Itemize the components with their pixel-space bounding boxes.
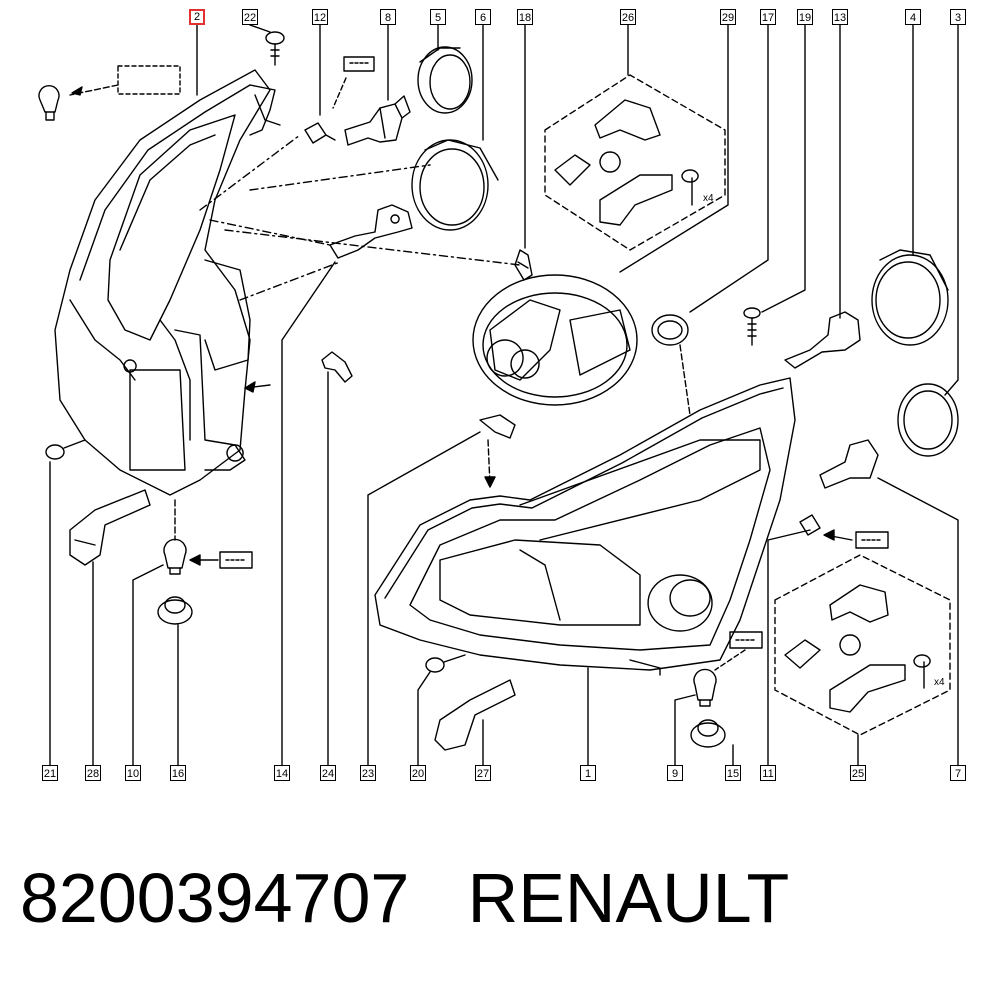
callout-8[interactable]: 8 <box>380 9 396 25</box>
callout-11[interactable]: 11 <box>760 765 776 781</box>
screw-19 <box>743 307 761 346</box>
callout-27[interactable]: 27 <box>475 765 491 781</box>
bulb-holder-14 <box>329 204 413 259</box>
callout-15[interactable]: 15 <box>725 765 741 781</box>
callout-2[interactable]: 2 <box>189 9 205 25</box>
callout-23[interactable]: 23 <box>360 765 376 781</box>
callout-21[interactable]: 21 <box>42 765 58 781</box>
pipe-elbow-24 <box>321 351 353 383</box>
quantity-label-lower-kit: x4 <box>934 677 945 688</box>
callout-26[interactable]: 26 <box>620 9 636 25</box>
bulb-spec-box-top <box>117 65 181 95</box>
right-headlamp-front <box>374 377 796 676</box>
side-lamp-bulb-12 <box>304 122 336 144</box>
cap-4 <box>871 249 949 346</box>
projector-module <box>472 274 638 406</box>
screw-21 <box>45 439 86 460</box>
caption-gap <box>409 859 467 937</box>
callout-6[interactable]: 6 <box>475 9 491 25</box>
callout-29[interactable]: 29 <box>720 9 736 25</box>
cap-5 <box>417 46 473 114</box>
callout-14[interactable]: 14 <box>274 765 290 781</box>
bulb-9 <box>693 668 717 707</box>
rear-bulb-upper-left <box>38 84 60 121</box>
callout-1[interactable]: 1 <box>580 765 596 781</box>
callout-10[interactable]: 10 <box>125 765 141 781</box>
bracket-27 <box>434 679 516 751</box>
screw-22 <box>265 31 285 66</box>
callout-5[interactable]: 5 <box>430 9 446 25</box>
quantity-label-upper-kit: x4 <box>703 193 714 204</box>
callout-4[interactable]: 4 <box>905 9 921 25</box>
callout-25[interactable]: 25 <box>850 765 866 781</box>
bulb-spec-box-9 <box>729 631 763 649</box>
bracket-28 <box>69 489 151 566</box>
callout-3[interactable]: 3 <box>950 9 966 25</box>
callout-9[interactable]: 9 <box>667 765 683 781</box>
callout-18[interactable]: 18 <box>517 9 533 25</box>
callout-24[interactable]: 24 <box>320 765 336 781</box>
bracket-kit-25 <box>774 554 951 736</box>
bulb-spec-box-11 <box>855 531 889 549</box>
bracket-kit-26 <box>544 74 726 251</box>
brand-name: RENAULT <box>467 859 790 937</box>
callout-19[interactable]: 19 <box>797 9 813 25</box>
callout-7[interactable]: 7 <box>950 765 966 781</box>
callout-20[interactable]: 20 <box>410 765 426 781</box>
part-number-caption: 8200394707 RENAULT <box>20 858 789 938</box>
bulb-holder-13 <box>784 311 861 369</box>
bulb-socket-16 <box>157 596 193 625</box>
callout-16[interactable]: 16 <box>170 765 186 781</box>
main-bulb-7 <box>819 439 879 489</box>
bulb-spec-box-10 <box>219 551 253 569</box>
seal-ring-17 <box>651 314 689 346</box>
left-headlamp-housing <box>54 69 281 496</box>
main-beam-bulb-8 <box>344 95 411 146</box>
callout-13[interactable]: 13 <box>832 9 848 25</box>
bulb-spec-box-12 <box>343 56 375 72</box>
callout-17[interactable]: 17 <box>760 9 776 25</box>
cap-6 <box>411 139 499 231</box>
part-number: 8200394707 <box>20 859 410 937</box>
bulb-socket-15 <box>690 719 726 748</box>
callout-12[interactable]: 12 <box>312 9 328 25</box>
clip-18 <box>514 249 533 281</box>
bulb-10 <box>163 538 187 575</box>
screw-20 <box>425 654 466 673</box>
cap-3 <box>897 383 959 457</box>
callout-22[interactable]: 22 <box>242 9 258 25</box>
callout-28[interactable]: 28 <box>85 765 101 781</box>
